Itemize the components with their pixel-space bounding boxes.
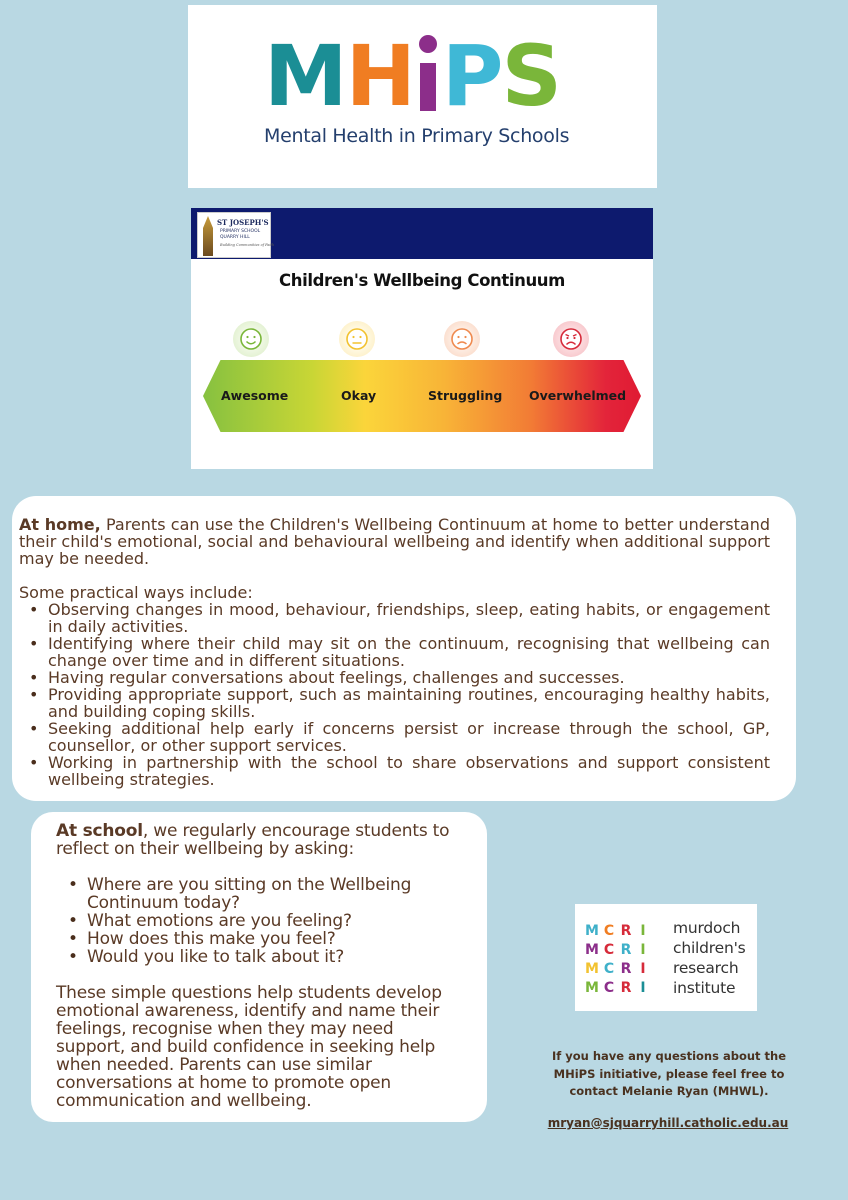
practical-ways-list: Observing changes in mood, behaviour, fr… bbox=[19, 601, 770, 788]
church-tower-icon bbox=[203, 216, 213, 256]
list-item: Working in partnership with the school t… bbox=[19, 754, 770, 788]
list-item: How does this make you feel? bbox=[56, 930, 467, 948]
header-bar: ST JOSEPH'S PRIMARY SCHOOL QUARRY HILL B… bbox=[191, 208, 653, 259]
at-home-intro: At home, Parents can use the Children's … bbox=[19, 516, 770, 567]
at-school-intro: At school, we regularly encourage studen… bbox=[56, 822, 467, 858]
mcri-name: murdoch children's research institute bbox=[673, 918, 746, 998]
list-item: Seeking additional help early if concern… bbox=[19, 720, 770, 754]
mhips-wordmark: M H P S bbox=[264, 27, 562, 125]
contact-text: If you have any questions about the MHiP… bbox=[551, 1049, 787, 1098]
distressed-face-icon bbox=[553, 321, 589, 357]
mcri-line: research bbox=[673, 959, 739, 977]
logo-i-dot bbox=[418, 35, 437, 53]
list-item: Would you like to talk about it? bbox=[56, 948, 467, 966]
at-home-heading: At home, bbox=[19, 515, 101, 534]
mcri-line: institute bbox=[673, 979, 736, 997]
stage-label-overwhelmed: Overwhelmed bbox=[529, 388, 627, 403]
stage-label-struggling: Struggling bbox=[428, 388, 503, 403]
logo-letter-i bbox=[418, 35, 437, 111]
at-school-heading: At school bbox=[56, 821, 143, 841]
badge-line-2: PRIMARY SCHOOL bbox=[220, 229, 261, 234]
logo-letter-h: H bbox=[345, 27, 416, 125]
logo-letter-p: P bbox=[441, 27, 504, 125]
stage-label-okay: Okay bbox=[341, 388, 377, 403]
list-item: Identifying where their child may sit on… bbox=[19, 635, 770, 669]
list-item: Having regular conversations about feeli… bbox=[19, 669, 770, 686]
list-item: What emotions are you feeling? bbox=[56, 912, 467, 930]
badge-motto: Building Communities of Faith bbox=[220, 243, 275, 247]
contact-email-link[interactable]: mryan@sjquarryhill.catholic.edu.au bbox=[547, 1116, 789, 1130]
wellbeing-continuum-graphic: ST JOSEPH'S PRIMARY SCHOOL QUARRY HILL B… bbox=[191, 208, 653, 469]
logo-subtitle: Mental Health in Primary Schools bbox=[264, 125, 570, 147]
badge-school-name: ST JOSEPH'S bbox=[217, 218, 269, 227]
logo-letter-s: S bbox=[501, 27, 561, 125]
badge-school-type: PRIMARY SCHOOL QUARRY HILL bbox=[220, 229, 260, 241]
neutral-face-icon bbox=[339, 321, 375, 357]
continuum-arrow bbox=[203, 360, 641, 432]
frown-face-icon bbox=[444, 321, 480, 357]
mhips-logo: M H P S Mental Health in Primary Schools bbox=[188, 5, 657, 188]
mcri-line: children's bbox=[673, 939, 746, 957]
at-school-section: At school, we regularly encourage studen… bbox=[31, 812, 487, 1122]
list-item: Observing changes in mood, behaviour, fr… bbox=[19, 601, 770, 635]
smile-face-icon bbox=[233, 321, 269, 357]
badge-line-3: QUARRY HILL bbox=[220, 235, 250, 240]
continuum-title: Children's Wellbeing Continuum bbox=[279, 271, 565, 290]
school-badge: ST JOSEPH'S PRIMARY SCHOOL QUARRY HILL B… bbox=[197, 212, 275, 258]
at-school-intro-text: , we regularly encourage students to ref… bbox=[56, 821, 450, 859]
at-home-section: At home, Parents can use the Children's … bbox=[12, 496, 796, 801]
stage-label-awesome: Awesome bbox=[221, 388, 289, 403]
at-home-intro-text: Parents can use the Children's Wellbeing… bbox=[19, 515, 771, 568]
reflection-questions-list: Where are you sitting on the Wellbeing C… bbox=[56, 876, 467, 966]
at-school-closing: These simple questions help students dev… bbox=[56, 983, 442, 1111]
list-item: Where are you sitting on the Wellbeing C… bbox=[56, 876, 467, 912]
ways-intro: Some practical ways include: bbox=[19, 583, 253, 602]
mcri-line: murdoch bbox=[673, 919, 741, 937]
logo-letter-m: M bbox=[264, 27, 348, 125]
list-item: Providing appropriate support, such as m… bbox=[19, 686, 770, 720]
